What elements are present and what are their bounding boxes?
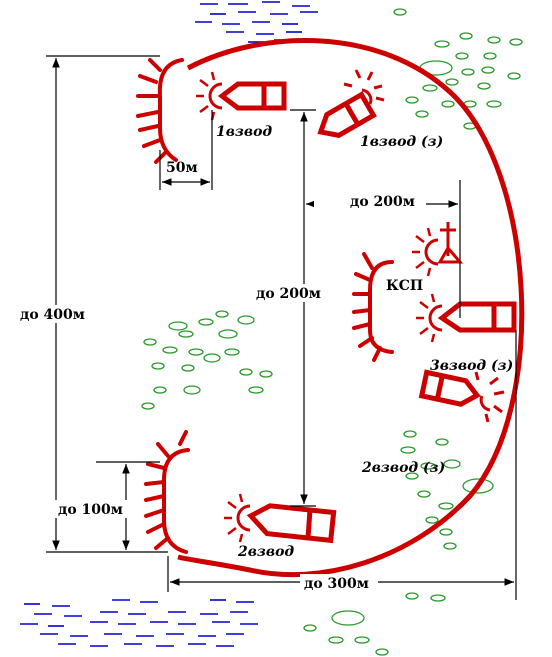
label-400m: до 400м <box>20 307 85 323</box>
platoon-icon <box>343 69 385 105</box>
platoon-icon <box>474 371 505 423</box>
label-vzvod-2-z: 2взвод (з) <box>361 460 445 476</box>
defense-perimeter-arc <box>177 37 525 578</box>
platoon-icon <box>416 293 517 343</box>
water-terrain-icon <box>20 599 258 647</box>
platoon-icon <box>418 369 481 407</box>
label-backdrop <box>252 284 336 302</box>
label-ksp: КСП <box>386 278 423 294</box>
marsh-terrain-icon <box>141 8 523 656</box>
ground-terrain-icon <box>136 58 184 164</box>
platoon-icon <box>196 71 287 121</box>
label-vzvod-3-z: 3взвод (з) <box>430 358 513 374</box>
label-backdrop <box>314 192 426 210</box>
label-50m: 50м <box>166 160 198 176</box>
label-vzvod-1: 1взвод <box>216 124 272 140</box>
water-terrain-icon <box>195 1 318 43</box>
label-backdrop <box>16 305 100 323</box>
label-backdrop <box>54 500 136 518</box>
label-200m-vertical: до 200м <box>256 286 321 302</box>
label-vzvod-1-z: 1взвод (з) <box>360 134 443 150</box>
label-100m: до 100м <box>58 502 123 518</box>
label-vzvod-2: 2взвод <box>237 544 294 560</box>
label-backdrop <box>300 574 378 592</box>
label-200m-horizontal: до 200м <box>350 194 415 210</box>
ground-terrain-icon <box>352 252 394 362</box>
platoon-icon <box>317 91 377 139</box>
platoon-icon <box>224 493 337 544</box>
ground-terrain-icon <box>144 430 190 554</box>
label-300m: до 300м <box>304 576 369 592</box>
command-post-flag-icon <box>412 222 464 277</box>
